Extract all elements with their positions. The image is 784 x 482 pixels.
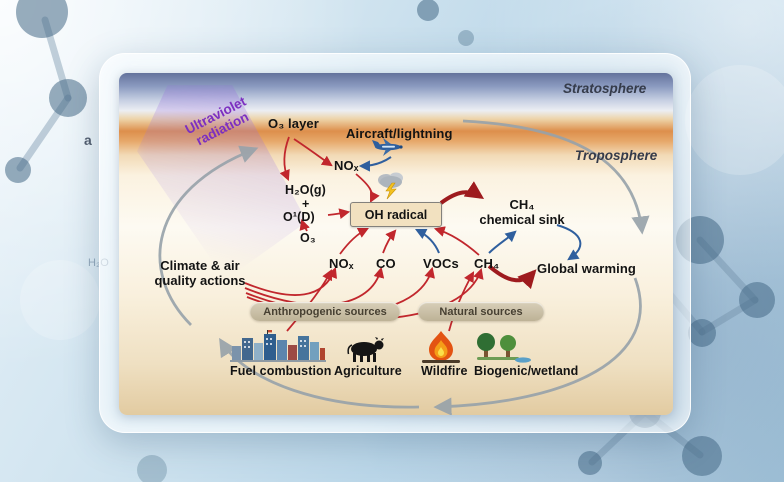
plus-sign: +	[302, 197, 310, 211]
ch4-label: CH₄	[474, 256, 500, 271]
biogenic-wetland-label: Biogenic/wetland	[474, 364, 579, 378]
wildfire-label: Wildfire	[421, 364, 468, 378]
o3-label: O₃	[300, 231, 316, 245]
h2o-watermark: H₂O	[88, 257, 109, 269]
o1d-label: O¹(D)	[283, 210, 315, 224]
fuel-combustion-label: Fuel combustion	[230, 364, 332, 378]
vocs-label: VOCs	[423, 256, 459, 271]
nox-label: NOₓ	[329, 256, 354, 271]
natural-sources-pill: Natural sources	[418, 302, 544, 321]
panel-label: a	[84, 132, 92, 148]
airplane-icon	[372, 138, 403, 156]
ozone-layer-label: O₃ layer	[268, 116, 319, 131]
agriculture-label: Agriculture	[334, 364, 402, 378]
city-icon	[230, 330, 326, 362]
stratosphere-label: Stratosphere	[563, 81, 647, 96]
diagram-panel: Stratosphere Troposphere Ultraviolet rad…	[119, 73, 673, 415]
cow-icon	[347, 337, 384, 362]
nox-top-label: NOₓ	[334, 158, 359, 173]
aircraft-lightning-label: Aircraft/lightning	[346, 126, 453, 141]
cloud-lightning-icon	[378, 172, 403, 200]
co-label: CO	[376, 256, 396, 271]
tree-icon	[477, 333, 531, 363]
oh-radical-box: OH radical	[350, 202, 442, 227]
troposphere-label: Troposphere	[575, 148, 658, 163]
anthropogenic-sources-pill: Anthropogenic sources	[250, 302, 400, 321]
h2o-label: H₂O(g)	[285, 183, 326, 197]
flame-icon	[422, 331, 460, 363]
climate-actions-label: Climate & air quality actions	[154, 258, 246, 288]
ch4-sink-label: CH₄ chemical sink	[479, 197, 565, 227]
global-warming-label: Global warming	[537, 261, 636, 276]
